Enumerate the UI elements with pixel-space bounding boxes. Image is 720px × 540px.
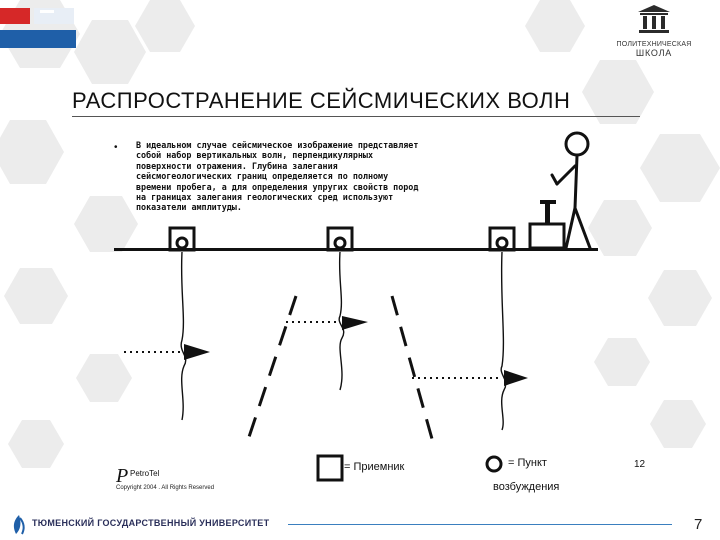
- receiver-symbol-1: [168, 226, 196, 252]
- body-line: времени пробега, а для определения упруг…: [136, 181, 419, 192]
- university-name: ТЮМЕНСКИЙ ГОСУДАРСТВЕННЫЙ УНИВЕРСИТЕТ: [32, 518, 270, 528]
- plunger-handle: [540, 200, 556, 204]
- ground-surface-line: [114, 248, 598, 251]
- body-line: В идеальном случае сейсмическое изображе…: [136, 140, 419, 150]
- legend-receiver-square: [316, 454, 344, 482]
- logo-text-bottom: ШКОЛА: [635, 48, 673, 58]
- wavelet-peak-2: [342, 316, 368, 330]
- publisher-name: PetroTel: [130, 469, 160, 478]
- bullet-marker: •: [114, 142, 118, 153]
- receiver-symbol-2: [326, 226, 354, 252]
- operator-figure: [550, 131, 592, 250]
- polytechnic-school-logo: ПОЛИТЕХНИЧЕСКАЯ ШКОЛА: [594, 4, 714, 58]
- logo-text-top: ПОЛИТЕХНИЧЕСКАЯ: [616, 41, 692, 48]
- body-line: на границах залегания геологических сред…: [136, 192, 394, 203]
- ray-path-left: [244, 295, 298, 447]
- plunger-stand: [545, 200, 550, 224]
- source-box: [528, 222, 566, 250]
- wavelet-peak-1: [184, 344, 210, 360]
- body-line: собой набор вертикальных волн, перпендик…: [136, 150, 373, 161]
- seismic-trace-2: [338, 251, 345, 391]
- header-accent-bars: [0, 8, 76, 48]
- copyright-notice: Copyright 2004 . All Rights Reserved: [116, 485, 215, 491]
- legend-source-label: = Пункт: [508, 457, 547, 469]
- university-emblem-icon: [13, 515, 25, 535]
- seismic-trace-3: [500, 251, 507, 431]
- footer: ТЮМЕНСКИЙ ГОСУДАРСТВЕННЫЙ УНИВЕРСИТЕТ 7: [0, 510, 720, 540]
- building-icon: [638, 5, 670, 33]
- title-underline: [72, 116, 640, 117]
- inner-slide-number: 12: [634, 459, 646, 470]
- footer-divider: [288, 524, 672, 525]
- seismic-trace-1: [180, 251, 187, 421]
- legend-source-circle: [485, 455, 503, 473]
- petrotel-logo-mark: P: [115, 465, 128, 487]
- receiver-symbol-3: [488, 226, 516, 252]
- body-line: поверхности отражения. Глубина залегания: [136, 160, 338, 171]
- wavelet-peak-3: [504, 370, 528, 386]
- page-number: 7: [694, 516, 703, 533]
- legend-receiver-label: = Приемник: [344, 461, 405, 473]
- body-line: сейсмогеологических границ определяется …: [136, 171, 389, 182]
- slide-title: РАСПРОСТРАНЕНИЕ СЕЙСМИЧЕСКИХ ВОЛН: [72, 88, 571, 113]
- body-line: показатели амплитуды.: [136, 202, 242, 213]
- ray-path-right: [390, 295, 436, 447]
- legend-source-label-cont: возбуждения: [493, 481, 560, 493]
- body-paragraph: В идеальном случае сейсмическое изображе…: [136, 140, 496, 213]
